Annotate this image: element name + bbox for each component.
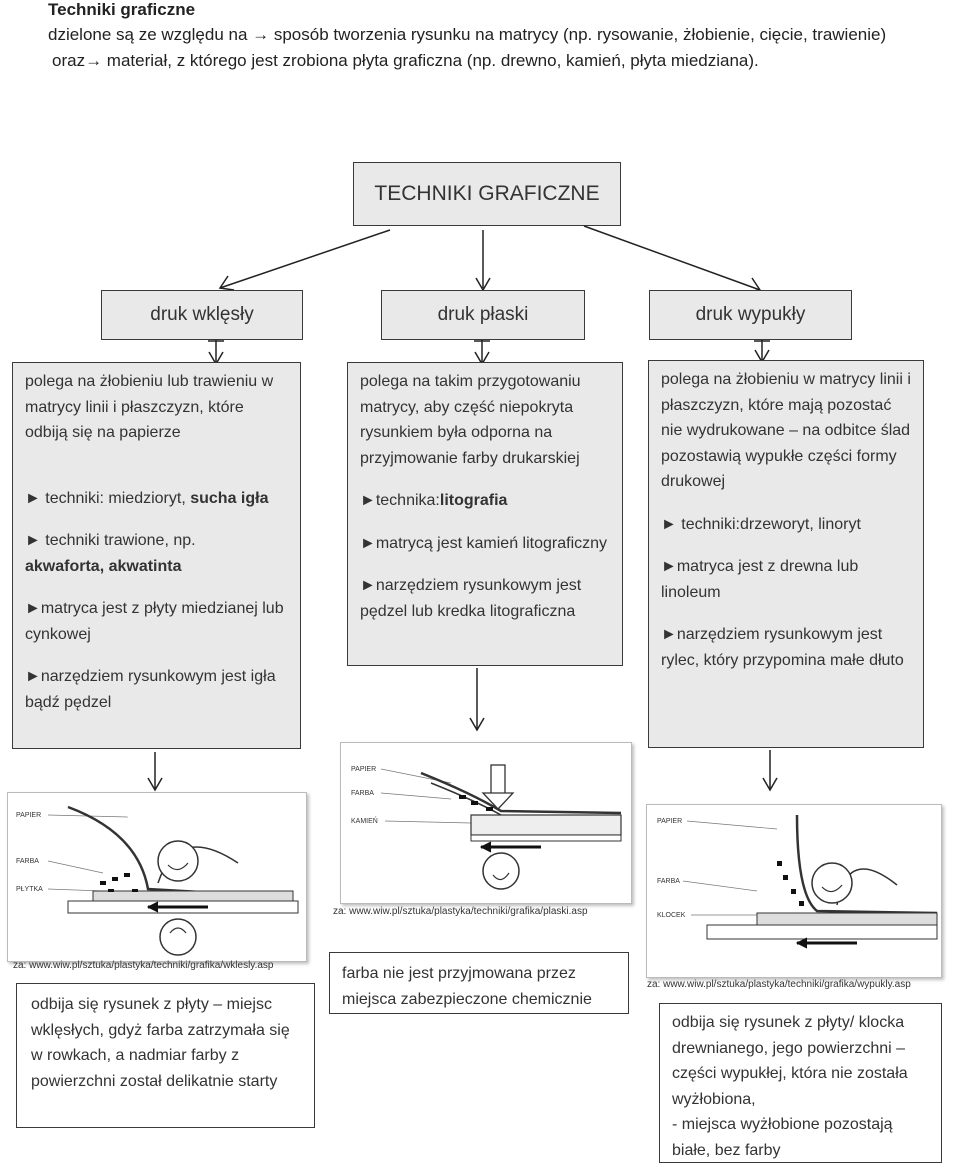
description-box-wypukly: polega na żłobieniu w matrycy linii i pł… xyxy=(648,360,924,748)
diagram-label: KLOCEK xyxy=(657,912,686,919)
description-text: polega na żłobieniu w matrycy linii i pł… xyxy=(661,371,911,490)
result-box-wklesly: odbija się rysunek z płyty – miejsc wklę… xyxy=(16,983,315,1128)
description-box-plaski: polega na takim przygotowaniu matrycy, a… xyxy=(347,362,623,666)
description-text: polega na żłobieniu lub trawieniu w matr… xyxy=(25,373,274,441)
diagram-wklesly: PAPIER FARBA PŁYTKA xyxy=(7,792,307,962)
diagram-label: FARBA xyxy=(351,790,374,797)
description-text: polega na takim przygotowaniu matrycy, a… xyxy=(360,373,581,467)
root-box: TECHNIKI GRAFICZNE xyxy=(353,162,621,226)
category-box-wklesly: druk wklęsły xyxy=(101,290,303,340)
technique-bold: akwaforta, akwatinta xyxy=(25,557,182,575)
diagram-wypukly: PAPIER FARBA KLOCEK xyxy=(646,804,942,978)
technique-bold: sucha igła xyxy=(190,489,269,507)
intro-line-1: dzielone są ze względu na → sposób tworz… xyxy=(48,25,887,44)
source-caption: za: www.wiw.pl/sztuka/plastyka/techniki/… xyxy=(647,979,911,990)
technique-line: ►technika:litografia xyxy=(360,488,610,514)
page-title: Techniki graficzne xyxy=(48,0,196,19)
result-text-2: - miejsca wyżłobione pozostają białe, be… xyxy=(672,1116,893,1159)
relief-press-illustration: PAPIER FARBA KLOCEK xyxy=(657,814,938,949)
source-caption: za: www.wiw.pl/sztuka/plastyka/techniki/… xyxy=(13,960,274,971)
diagram-label: FARBA xyxy=(16,858,39,865)
tool-text: ►narzędziem rysunkowym jest igła bądź pę… xyxy=(25,668,276,711)
category-label: druk wypukły xyxy=(695,304,806,325)
intro-line-2: oraz→ materiał, z którego jest zrobiona … xyxy=(52,51,759,70)
category-label: druk płaski xyxy=(437,304,529,325)
tool-text: ►narzędziem rysunkowym jest pędzel lub k… xyxy=(360,577,582,620)
technique-line-2: ► techniki trawione, np. akwaforta, akwat… xyxy=(25,528,288,579)
tool-text: ►narzędziem rysunkowym jest rylec, który… xyxy=(661,626,904,669)
source-caption: za: www.wiw.pl/sztuka/plastyka/techniki/… xyxy=(333,906,588,917)
root-label: TECHNIKI GRAFICZNE xyxy=(374,182,600,205)
matrix-text: ►matryca jest z drewna lub linoleum xyxy=(661,558,859,601)
category-box-plaski: druk płaski xyxy=(381,290,585,340)
category-box-wypukly: druk wypukły xyxy=(649,290,852,340)
technique-prefix: ► techniki: miedzioryt, xyxy=(25,489,191,507)
technique-line: ► techniki: miedzioryt, sucha igła xyxy=(25,486,288,512)
matrix-text: ►matryca jest z płyty miedzianej lub cyn… xyxy=(25,600,284,643)
result-text: odbija się rysunek z płyty – miejsc wklę… xyxy=(31,996,290,1090)
diagram-label: PŁYTKA xyxy=(16,886,43,893)
result-box-plaski: farba nie jest przyjmowana przez miejsca… xyxy=(329,952,629,1014)
diagram-label: FARBA xyxy=(657,878,680,885)
result-text: odbija się rysunek z płyty/ klocka drewn… xyxy=(672,1014,908,1108)
diagram-label: PAPIER xyxy=(16,812,41,819)
description-box-wklesly: polega na żłobieniu lub trawieniu w matr… xyxy=(12,362,301,749)
matrix-text: ►matrycą jest kamień litograficzny xyxy=(360,534,608,552)
technique-bold: litografia xyxy=(439,492,508,509)
result-text: farba nie jest przyjmowana przez miejsca… xyxy=(342,965,592,1008)
diagram-plaski: PAPIER FARBA KAMIEŃ xyxy=(340,742,632,904)
technique-prefix: ► techniki trawione, np. xyxy=(25,532,196,549)
lithography-press-illustration: PAPIER FARBA KAMIEŃ xyxy=(351,764,622,890)
diagram-label: PAPIER xyxy=(351,766,376,773)
technique-prefix: ►technika: xyxy=(360,492,440,509)
technique-line: ► techniki:drzeworyt, linoryt xyxy=(661,515,861,533)
diagram-label: KAMIEŃ xyxy=(351,816,378,825)
diagram-label: PAPIER xyxy=(657,818,682,825)
intaglio-press-illustration: PAPIER FARBA PŁYTKA xyxy=(16,805,299,956)
category-label: druk wklęsły xyxy=(150,304,254,325)
result-box-wypukly: odbija się rysunek z płyty/ klocka drewn… xyxy=(659,1003,942,1163)
